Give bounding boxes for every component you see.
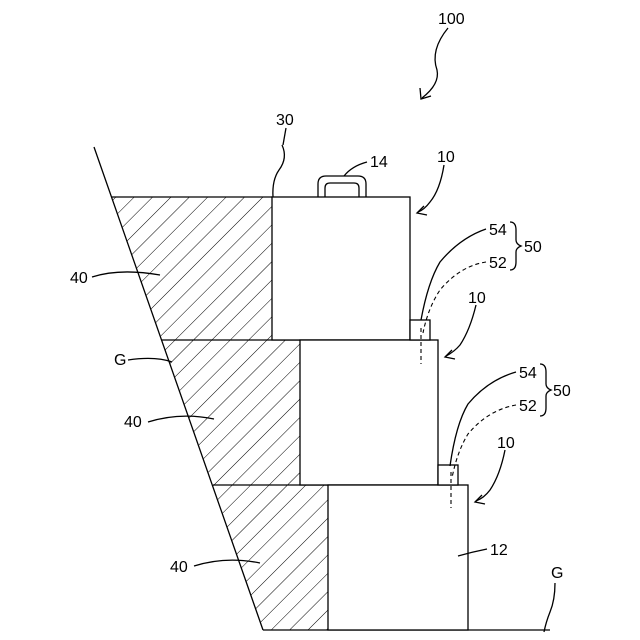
label-connector-top-50: 50	[524, 239, 542, 256]
block-bottom	[328, 485, 468, 630]
fill-wedge-bottom	[213, 485, 328, 630]
label-connector-middle-50: 50	[553, 383, 571, 400]
label-handle: 14	[370, 154, 388, 171]
label-wedge-top: 40	[70, 270, 88, 287]
label-connector-top-54: 54	[489, 222, 507, 239]
fill-wedge-middle	[162, 340, 300, 485]
block-middle	[300, 340, 438, 485]
label-block-middle: 10	[468, 290, 486, 307]
handle	[318, 176, 366, 197]
label-body: 12	[490, 542, 508, 559]
label-ground-floor: G	[551, 565, 563, 582]
label-wedge-middle: 40	[124, 414, 142, 431]
label-block-bottom: 10	[497, 435, 515, 452]
label-block-top: 10	[437, 149, 455, 166]
cable	[273, 145, 285, 197]
label-connector-middle-52: 52	[519, 398, 537, 415]
label-wedge-bottom: 40	[170, 559, 188, 576]
label-ground-slope: G	[114, 352, 126, 369]
label-cable: 30	[276, 112, 294, 129]
label-connector-top-52: 52	[489, 255, 507, 272]
label-connector-middle-54: 54	[519, 365, 537, 382]
block-top	[272, 197, 410, 340]
label-assembly: 100	[438, 11, 465, 28]
